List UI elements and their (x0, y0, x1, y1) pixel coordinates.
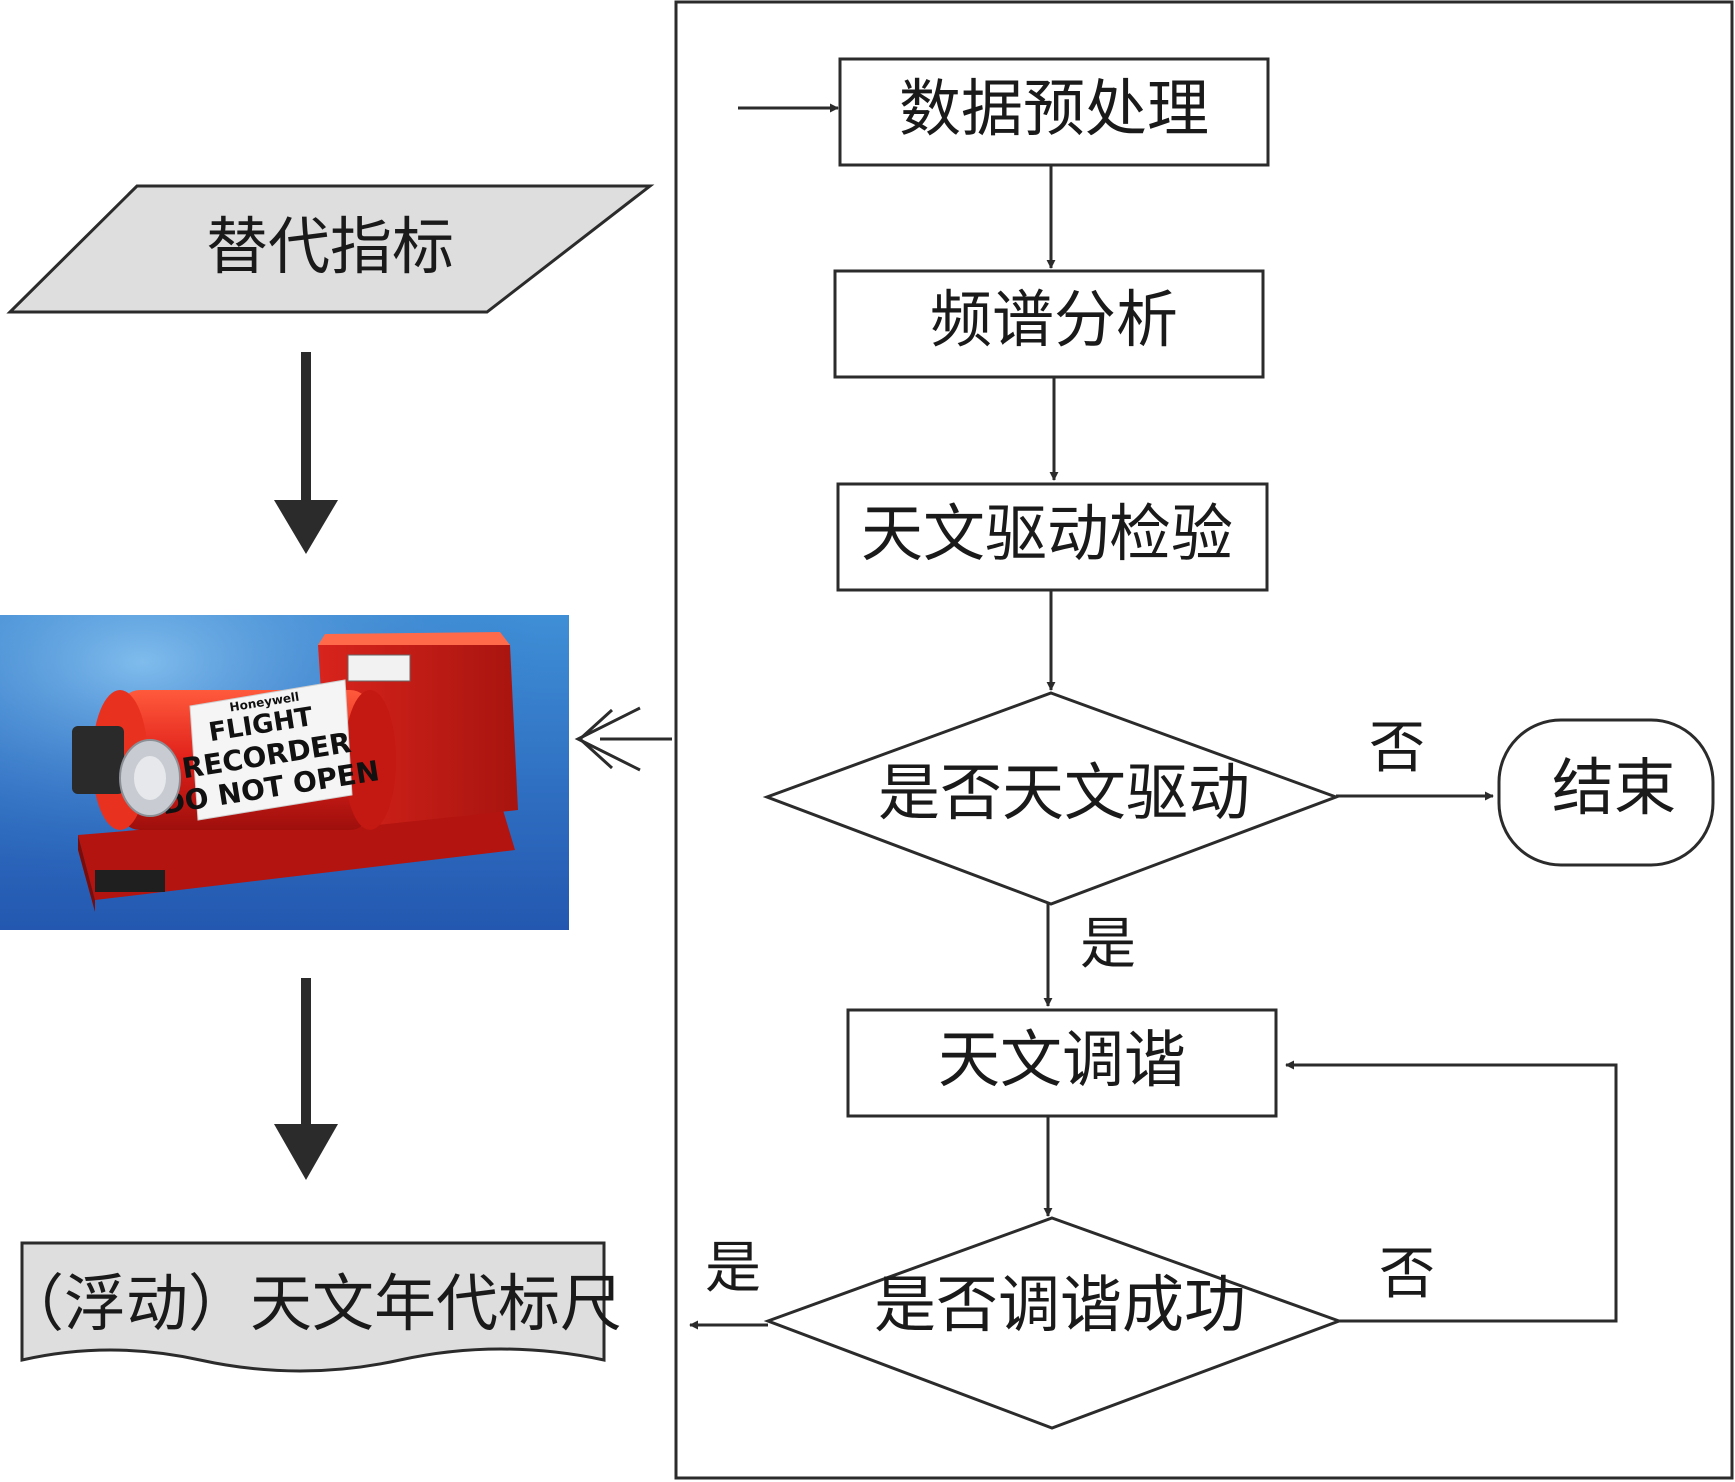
down-arrow-1 (274, 352, 338, 554)
timescale-label: （浮动）天文年代标尺 (2, 1267, 622, 1340)
double-arrow-to-photo (574, 706, 672, 772)
process-panel (674, 0, 1734, 1480)
end-node: 结束 (1497, 718, 1715, 867)
is-astro-yes-label: 是 (1080, 912, 1136, 977)
astro-test-node: 天文驱动检验 (836, 482, 1269, 592)
is-astro-label: 是否天文驱动 (878, 756, 1250, 829)
down-arrow-2 (274, 978, 338, 1180)
is-tuned-no-label: 否 (1379, 1242, 1435, 1307)
arrow-no-loop-to-tuning (1285, 1060, 1618, 1323)
proxy-indicator-node: 替代指标 (6, 184, 655, 314)
is-tuned-yes-label: 是 (705, 1236, 761, 1301)
is-tuned-decision-node: 是否调谐成功 (763, 1216, 1344, 1430)
spectrum-label: 频谱分析 (930, 283, 1178, 356)
tuning-node: 天文调谐 (846, 1008, 1278, 1118)
end-label: 结束 (1552, 751, 1676, 824)
spectrum-node: 频谱分析 (833, 269, 1265, 379)
preprocess-label: 数据预处理 (899, 72, 1209, 145)
timescale-document-node: （浮动）天文年代标尺 (2, 1241, 622, 1373)
astro-test-label: 天文驱动检验 (861, 497, 1233, 570)
flight-recorder-photo: Honeywell FLIGHT RECORDER DO NOT OPEN (0, 615, 569, 930)
tuning-label: 天文调谐 (938, 1023, 1186, 1096)
is-astro-no-label: 否 (1369, 716, 1425, 781)
preprocess-node: 数据预处理 (838, 57, 1270, 167)
is-astro-decision-node: 是否天文驱动 (762, 691, 1341, 906)
is-tuned-label: 是否调谐成功 (874, 1268, 1246, 1341)
proxy-indicator-label: 替代指标 (206, 210, 454, 283)
